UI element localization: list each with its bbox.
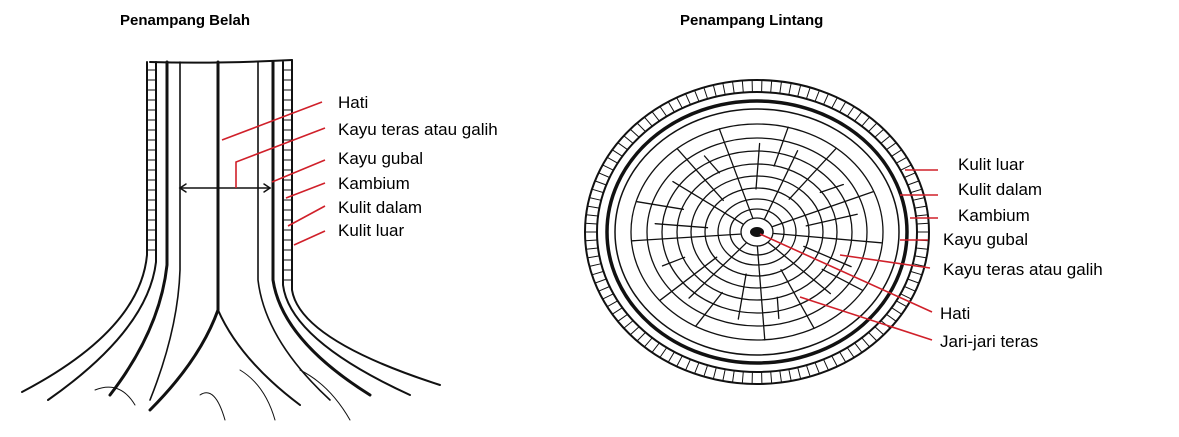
label-hati-r: Hati [940, 305, 970, 322]
bark-outer-left [22, 62, 147, 392]
pith-line [150, 62, 218, 410]
label-kayu-teras-r: Kayu teras atau galih [943, 261, 1103, 278]
label-kulit-luar-r: Kulit luar [958, 156, 1024, 173]
log-cross-section [560, 0, 1179, 437]
label-kayu-gubal: Kayu gubal [338, 150, 423, 167]
label-kulit-dalam: Kulit dalam [338, 199, 422, 216]
label-jari-jari-r: Jari-jari teras [940, 333, 1038, 350]
label-kambium-r: Kambium [958, 207, 1030, 224]
heartwood-left [150, 62, 180, 400]
label-kambium: Kambium [338, 175, 410, 192]
inner-bark-left [110, 62, 167, 395]
bark-hatch-left [147, 70, 156, 250]
label-kulit-luar: Kulit luar [338, 222, 404, 239]
label-hati: Hati [338, 94, 368, 111]
label-kayu-gubal-r: Kayu gubal [943, 231, 1028, 248]
trunk-top-edge [150, 60, 292, 63]
longitudinal-section-diagram: Penampang Belah [0, 0, 560, 437]
cross-section-diagram: Penampang Lintang [560, 0, 1179, 437]
label-kayu-teras: Kayu teras atau galih [338, 121, 498, 138]
label-kulit-dalam-r: Kulit dalam [958, 181, 1042, 198]
trunk-drawing [0, 0, 560, 437]
